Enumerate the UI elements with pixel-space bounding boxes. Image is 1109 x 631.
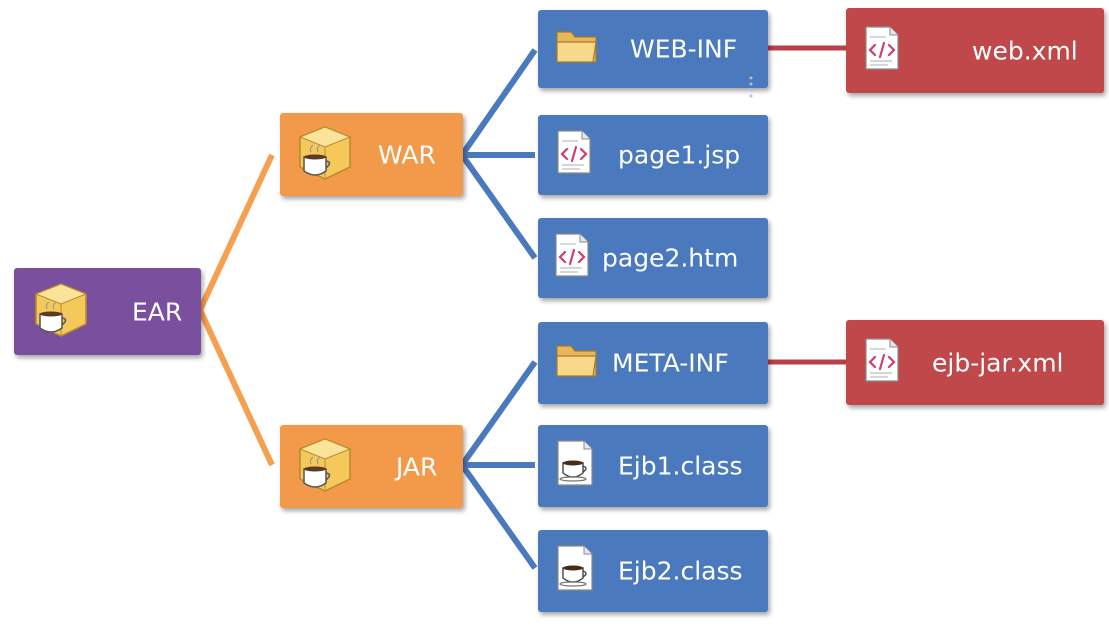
java-archive-icon [296, 121, 354, 189]
java-archive-icon [32, 278, 90, 346]
node-page1-jsp: page1.jsp [538, 115, 768, 195]
java-class-file-icon [554, 439, 596, 493]
markup-file-icon [552, 232, 592, 284]
node-ejb1-class-label: Ejb1.class [618, 451, 743, 481]
node-ejb2-class: Ejb2.class [538, 530, 768, 612]
connector-ear-jar [197, 308, 275, 467]
markup-file-icon [862, 25, 902, 77]
resize-handle-mark [746, 74, 756, 102]
node-web-inf: WEB-INF [538, 10, 768, 88]
node-page1-jsp-label: page1.jsp [618, 140, 741, 170]
node-meta-inf-label: META-INF [612, 348, 729, 378]
node-ejb1-class: Ejb1.class [538, 425, 768, 507]
connector-jar-metainf [459, 360, 538, 467]
node-ear: EAR [14, 268, 201, 355]
node-ejb-jar-xml: ejb-jar.xml [846, 320, 1104, 405]
node-web-inf-label: WEB-INF [630, 34, 738, 64]
java-class-file-icon [554, 544, 596, 598]
connector-jar-ejb2 [459, 463, 538, 570]
node-web-xml-label: web.xml [972, 36, 1078, 65]
node-page2-htm-label: page2.htm [602, 243, 739, 273]
connector-war-webinf [459, 48, 538, 157]
connector-war-page2 [459, 153, 538, 260]
node-meta-inf: META-INF [538, 322, 768, 404]
markup-file-icon [862, 337, 902, 389]
node-ejb2-class-label: Ejb2.class [618, 556, 743, 586]
node-jar-label: JAR [396, 452, 438, 481]
node-war-label: WAR [378, 140, 436, 169]
node-war: WAR [280, 113, 463, 196]
folder-icon [554, 24, 600, 74]
markup-file-icon [554, 129, 594, 181]
java-archive-icon [296, 433, 354, 501]
folder-icon [554, 338, 600, 388]
node-page2-htm: page2.htm [538, 218, 768, 298]
node-ear-label: EAR [132, 297, 183, 326]
node-ejb-jar-xml-label: ejb-jar.xml [932, 348, 1064, 377]
node-jar: JAR [280, 425, 463, 508]
node-web-xml: web.xml [846, 8, 1104, 93]
connector-ear-war [197, 153, 275, 312]
